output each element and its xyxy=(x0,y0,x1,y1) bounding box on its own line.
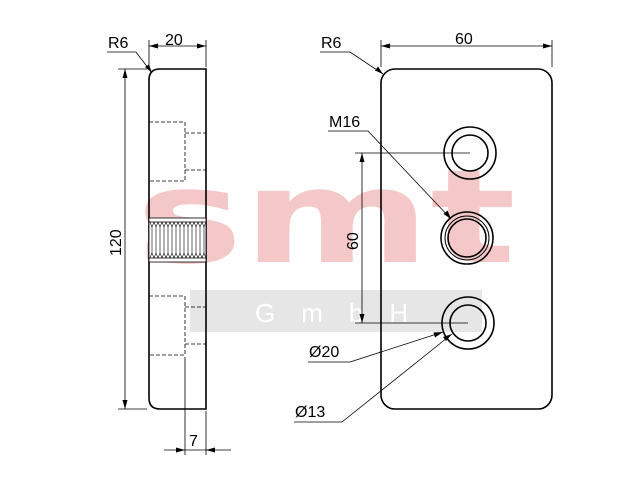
front-inner-diameter-leader xyxy=(294,333,453,423)
front-spacing-extension-lines xyxy=(355,152,470,324)
front-inner-diameter-label: Ø13 xyxy=(295,404,325,421)
side-offset-label: 7 xyxy=(189,433,198,450)
front-thread-label: M16 xyxy=(329,114,360,131)
front-radius-label: R6 xyxy=(321,35,342,52)
side-view: 20 R6 120 7 xyxy=(107,32,231,455)
side-width-label: 20 xyxy=(165,32,183,49)
front-thread-arrow xyxy=(443,210,451,219)
front-outer-diameter-leader xyxy=(308,331,444,363)
front-radius-leader xyxy=(320,51,384,75)
side-offset-extension-lines xyxy=(164,357,231,455)
front-width-extension-lines xyxy=(380,40,553,67)
side-view-outline xyxy=(148,68,207,410)
front-spacing-label: 60 xyxy=(345,232,362,250)
front-outer-diameter-label: Ø20 xyxy=(309,344,339,361)
side-radius-leader xyxy=(107,51,153,74)
front-width-label: 60 xyxy=(455,31,473,48)
front-outer-diameter-arrow xyxy=(433,332,443,338)
front-view: 60 R6 M16 60 Ø20 Ø13 xyxy=(294,31,553,423)
front-view-outline xyxy=(380,68,553,410)
watermark-subtitle: GmbH xyxy=(255,298,434,328)
front-inner-diameter-arrow xyxy=(443,334,452,341)
side-offset-arrows xyxy=(176,447,215,453)
side-radius-label: R6 xyxy=(108,35,129,52)
front-thread-leader xyxy=(328,130,452,220)
watermark-band xyxy=(190,290,482,332)
side-view-lower-bore xyxy=(149,295,206,356)
side-height-label: 120 xyxy=(108,229,125,256)
front-radius-arrow xyxy=(375,66,383,74)
side-width-extension-lines xyxy=(148,40,207,67)
side-radius-arrow xyxy=(145,64,152,73)
front-threaded-hole xyxy=(440,211,494,265)
side-height-extension-lines xyxy=(118,68,147,410)
side-view-thread xyxy=(148,217,207,263)
